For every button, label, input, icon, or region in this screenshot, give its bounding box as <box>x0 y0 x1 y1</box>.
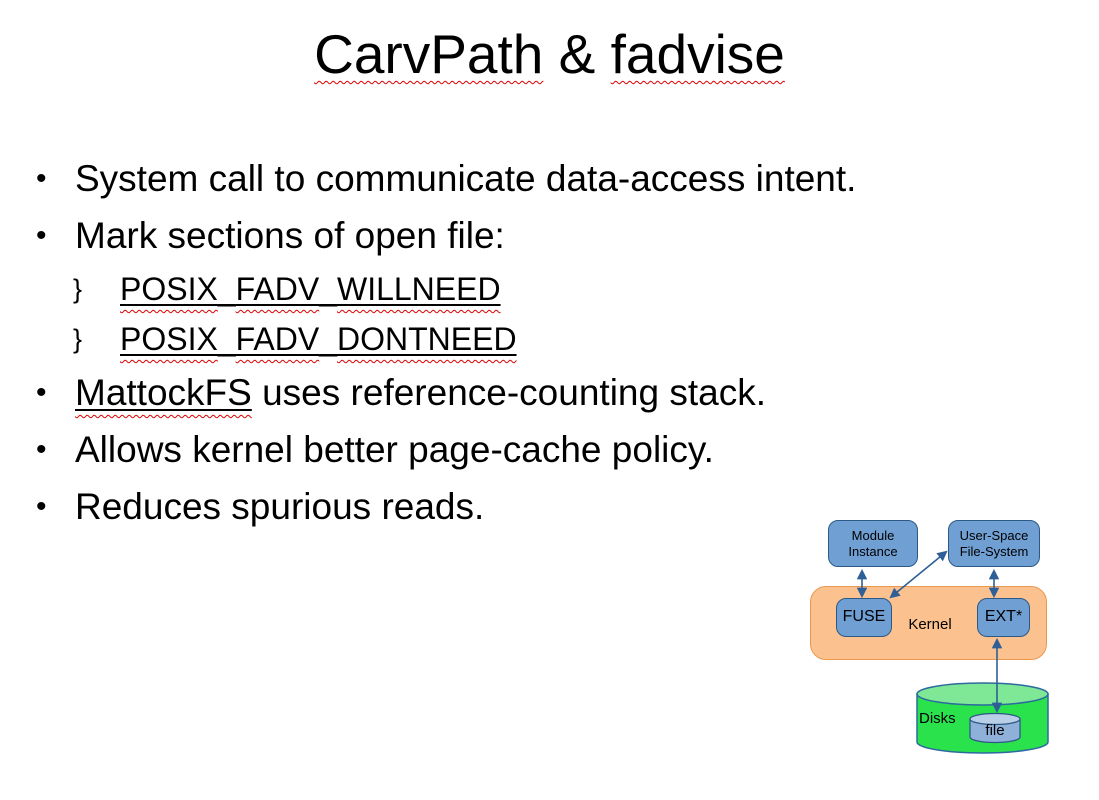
bullet-text-rest: uses reference-counting stack. <box>251 372 766 413</box>
sub-bullet-icon: } <box>73 274 83 304</box>
underscore: _ <box>217 271 236 307</box>
architecture-diagram: Kernel Module Instance User-Space File-S… <box>805 512 1060 767</box>
dontneed-segment: DONTNEED <box>336 321 517 357</box>
bullet-list: • System call to communicate data-access… <box>36 150 1086 535</box>
disks-label: Disks <box>919 710 956 727</box>
sub-bullet-item-1: } POSIX_FADV_WILLNEED <box>36 264 1086 314</box>
ext-node: EXT* <box>977 598 1030 637</box>
sub-bullet-text: POSIX_FADV_DONTNEED <box>120 321 517 357</box>
sub-bullet-item-2: } POSIX_FADV_DONTNEED <box>36 314 1086 364</box>
bullet-icon: • <box>36 162 47 195</box>
module-line1: Module <box>851 528 895 543</box>
sub-bullet-text: POSIX_FADV_WILLNEED <box>120 271 501 307</box>
fadv-segment: FADV <box>235 271 320 307</box>
posix-segment: POSIX <box>120 321 218 357</box>
mattockfs-word: MattockFS <box>75 372 252 413</box>
title-connector: & <box>543 23 611 85</box>
module-line2: Instance <box>848 544 898 559</box>
bullet-text: Allows kernel better page-cache policy. <box>75 429 714 470</box>
bullet-text: Mark sections of open file: <box>75 215 505 256</box>
willneed-segment: WILLNEED <box>336 271 501 307</box>
fuse-node: FUSE <box>836 598 892 637</box>
bullet-icon: • <box>36 433 47 466</box>
fadv-segment: FADV <box>235 321 320 357</box>
bullet-item-3: • MattockFS uses reference-counting stac… <box>36 364 1086 421</box>
title-word-2: fadvise <box>610 23 785 85</box>
slide-title: CarvPath & fadvise <box>0 22 1099 86</box>
bullet-icon: • <box>36 219 47 252</box>
underscore: _ <box>217 321 236 357</box>
underscore: _ <box>319 271 337 307</box>
underscore: _ <box>319 321 337 357</box>
bullet-item-2: • Mark sections of open file: <box>36 207 1086 264</box>
userspace-line2: File-System <box>959 544 1029 559</box>
bullet-icon: • <box>36 376 47 409</box>
bullet-text: MattockFS uses reference-counting stack. <box>75 372 766 413</box>
bullet-item-5: • Reduces spurious reads. <box>36 478 1086 535</box>
userspace-line1: User-Space <box>959 528 1029 543</box>
bullet-icon: • <box>36 490 47 523</box>
title-word-1: CarvPath <box>314 23 544 85</box>
sub-bullet-icon: } <box>73 324 83 354</box>
posix-segment: POSIX <box>120 271 218 307</box>
kernel-label: Kernel <box>908 616 952 633</box>
module-instance-node: Module Instance <box>828 520 918 567</box>
userspace-filesystem-node: User-Space File-System <box>948 520 1040 567</box>
bullet-text: System call to communicate data-access i… <box>75 158 857 199</box>
bullet-text: Reduces spurious reads. <box>75 486 485 527</box>
bullet-item-1: • System call to communicate data-access… <box>36 150 1086 207</box>
file-label: file <box>985 722 1005 739</box>
bullet-item-4: • Allows kernel better page-cache policy… <box>36 421 1086 478</box>
